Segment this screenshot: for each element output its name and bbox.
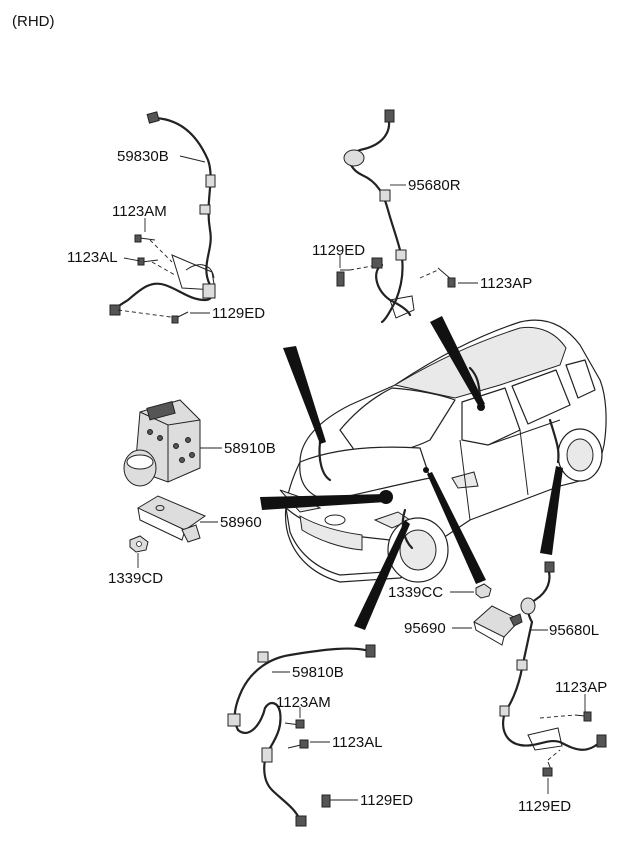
label-95680R: 95680R <box>408 177 461 194</box>
label-1129ED-bottom-right: 1129ED <box>518 798 571 815</box>
label-1129ED-top: 1129ED <box>212 305 265 322</box>
label-1129ED-right: 1129ED <box>312 242 365 259</box>
label-1123AP-bottom: 1123AP <box>555 679 607 696</box>
car-wire-rear-left <box>548 418 560 464</box>
label-1339CD: 1339CD <box>108 570 163 587</box>
car-wire-front <box>318 440 332 482</box>
pointer-front-left <box>354 520 410 630</box>
sensor-95690 <box>473 605 523 646</box>
rear-window-area <box>393 326 567 399</box>
hcu-bracket-58960 <box>136 495 207 543</box>
label-1123AL-bottom: 1123AL <box>332 734 383 751</box>
label-58960: 58960 <box>220 514 262 531</box>
front-right-sensor-59830B <box>109 111 216 324</box>
car-illustration <box>279 319 607 583</box>
rear-left-sensor-95680L <box>499 561 607 777</box>
hcu-assembly-58910B <box>123 399 201 487</box>
pointer-sensor <box>427 472 486 584</box>
rear-right-sensor-95680R <box>336 109 456 324</box>
label-1129ED-bottom: 1129ED <box>360 792 413 809</box>
label-59830B: 59830B <box>117 148 169 165</box>
label-1339CC: 1339CC <box>388 584 443 601</box>
label-58910B: 58910B <box>224 440 276 457</box>
front-left-sensor-59810B <box>227 644 376 827</box>
label-95680L: 95680L <box>549 622 599 639</box>
hood <box>299 446 431 501</box>
label-59810B: 59810B <box>292 664 344 681</box>
grille <box>299 515 363 551</box>
nut-1339CD <box>129 535 149 553</box>
kia-logo <box>324 514 346 526</box>
variant-label: (RHD) <box>12 13 55 30</box>
label-1123AM-bottom: 1123AM <box>276 694 331 711</box>
pointer-rear-right <box>430 316 485 407</box>
pointer-rear-left <box>540 466 563 555</box>
label-1123AL-top: 1123AL <box>67 249 118 266</box>
label-1123AM-top: 1123AM <box>112 203 167 220</box>
label-95690: 95690 <box>404 620 446 637</box>
nut-1339CC <box>475 583 492 599</box>
rear-door-window <box>511 369 571 425</box>
pointer-front-right <box>283 346 326 444</box>
pointer-hcu <box>260 494 386 510</box>
quarter-window <box>565 359 596 399</box>
label-1123AP-top: 1123AP <box>480 275 532 292</box>
